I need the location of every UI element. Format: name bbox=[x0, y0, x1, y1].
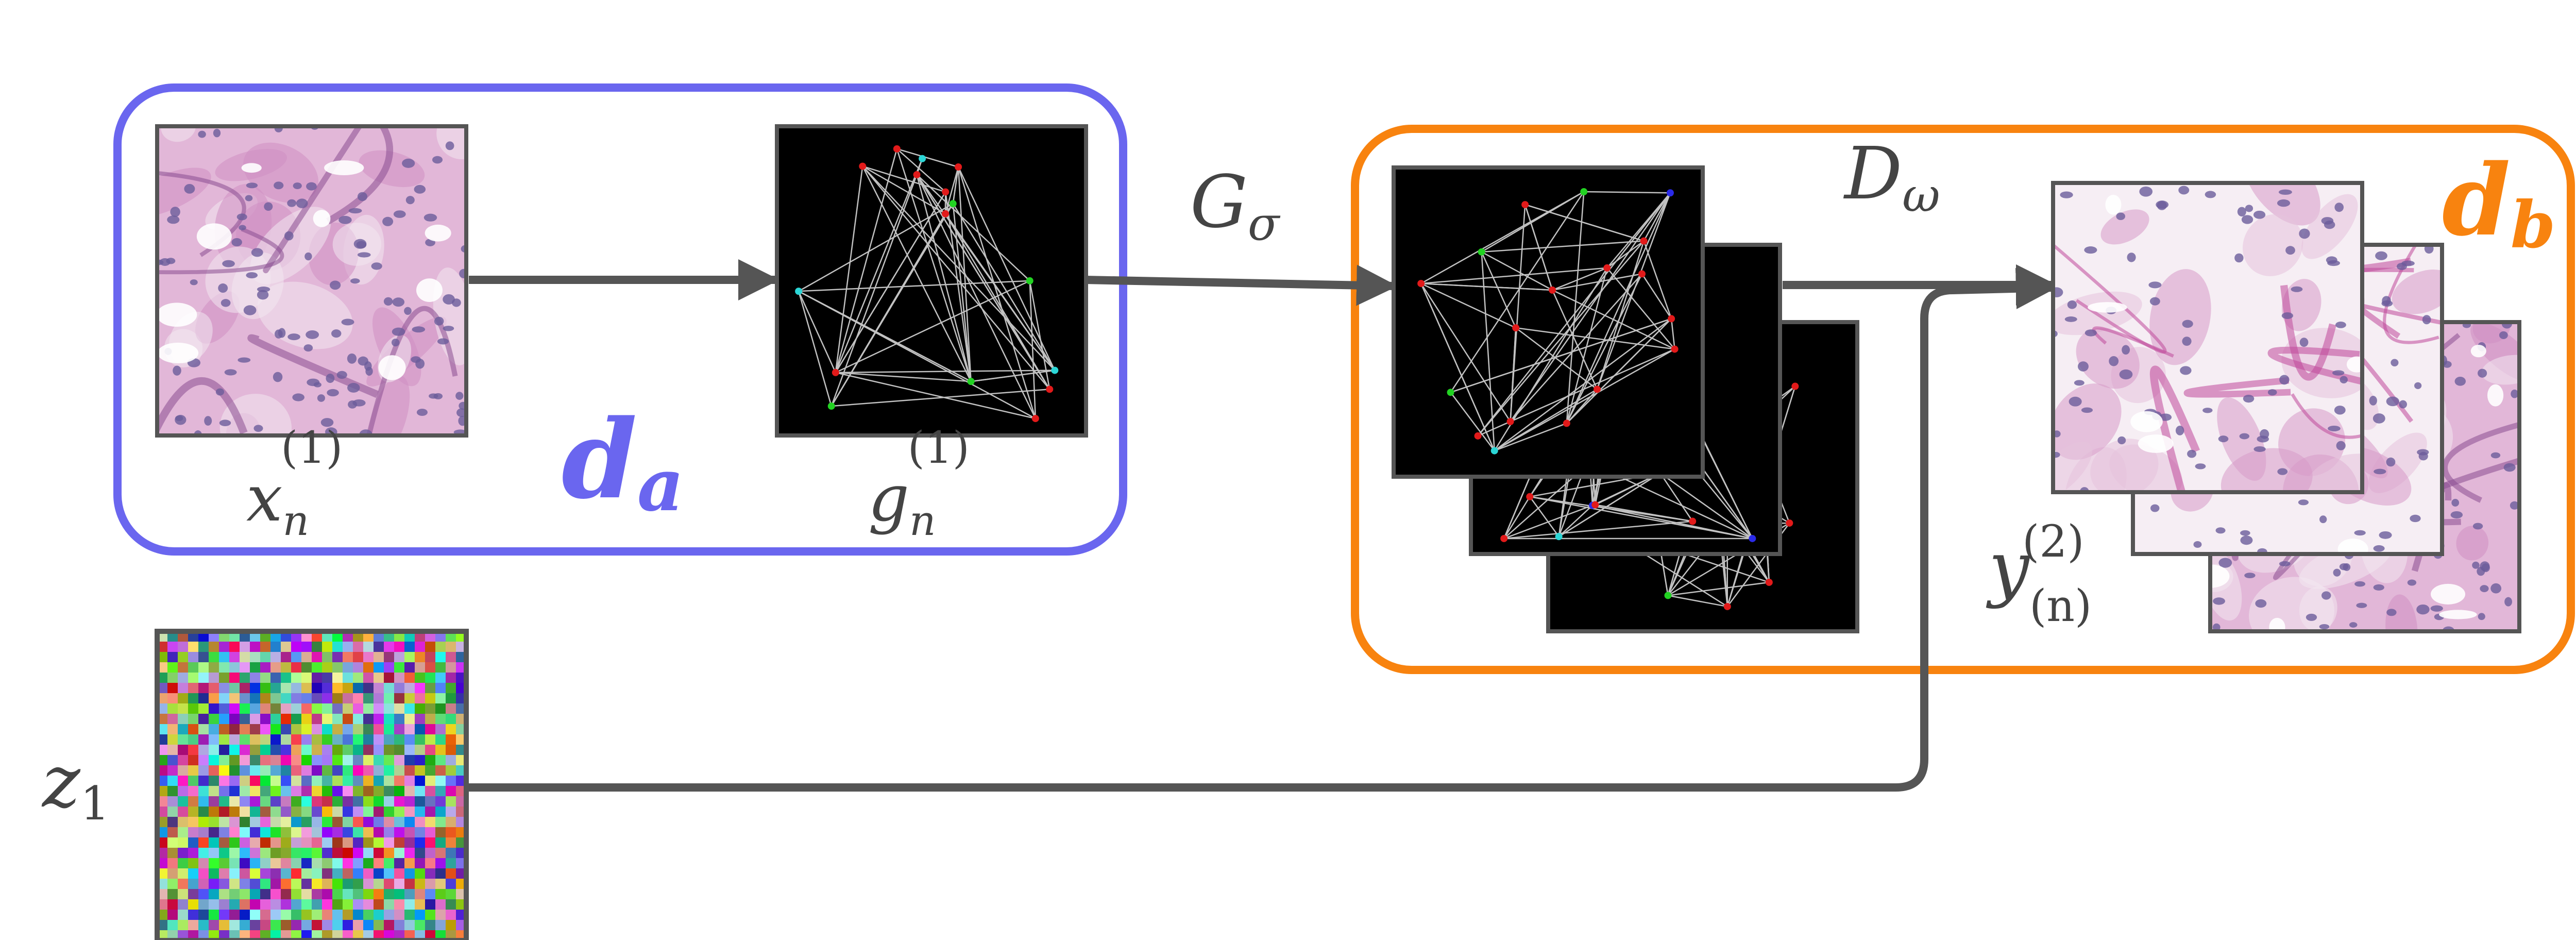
histology-tissue-image bbox=[155, 124, 468, 438]
label-generator: Gσ bbox=[1190, 160, 1281, 251]
random-noise-image bbox=[155, 629, 469, 940]
arrows bbox=[469, 259, 2057, 792]
label-discriminator: Dω bbox=[1843, 132, 1940, 223]
generated-histology-stack bbox=[2051, 181, 2521, 633]
label-g: gn(1) bbox=[868, 423, 970, 545]
domain-b-box bbox=[1351, 125, 2575, 674]
cell-graph-stack bbox=[1392, 165, 1859, 633]
label-z: z1 bbox=[41, 740, 110, 831]
label-y: y(n)(2) bbox=[1986, 516, 2092, 632]
cell-graph-image bbox=[775, 124, 1088, 438]
label-x: xn(1) bbox=[246, 423, 343, 545]
arrow-g-to-generator bbox=[1084, 264, 1398, 306]
domain-a-box bbox=[113, 83, 1127, 556]
arrow-z-to-y bbox=[469, 267, 2057, 792]
label-domain-b: db bbox=[2442, 143, 2555, 263]
label-domain-a: da bbox=[562, 396, 684, 528]
